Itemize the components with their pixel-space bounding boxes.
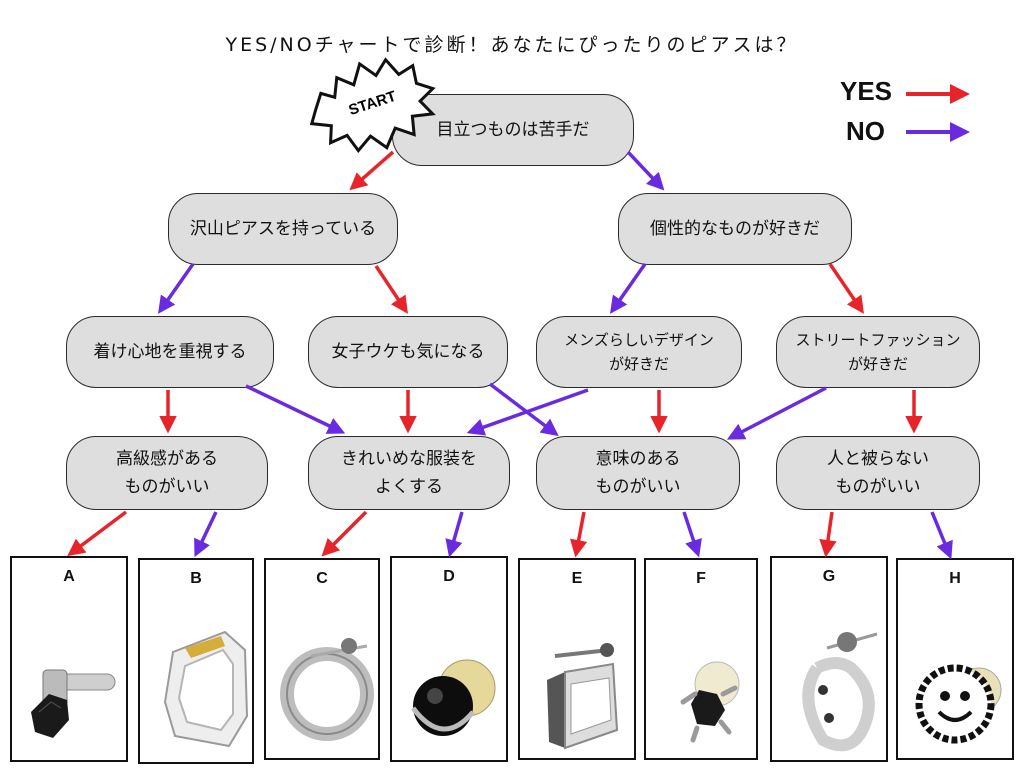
yes-arrow-icon [67, 510, 128, 557]
no-arrow-icon [488, 382, 559, 437]
result-card-f: F [644, 558, 758, 760]
yes-arrow-icon [321, 510, 368, 557]
no-arrow-icon [626, 150, 665, 191]
no-arrow-icon [157, 262, 195, 314]
question-node-q3: 個性的なものが好きだ [618, 193, 852, 265]
earring-photo-icon [163, 630, 249, 748]
question-node-q2: 沢山ピアスを持っている [168, 193, 398, 265]
no-arrow-icon [609, 262, 647, 314]
no-arrow-icon [682, 511, 702, 558]
yes-arrow-icon [819, 511, 837, 558]
question-node-q10: 意味のある ものがいい [536, 436, 740, 510]
result-card-g: G [770, 556, 888, 762]
result-label-c: C [316, 570, 328, 587]
no-arrow-icon [726, 386, 827, 440]
no-arrow-icon [466, 388, 589, 436]
earring-photo-icon [411, 659, 496, 736]
no-arrow-icon [194, 511, 218, 558]
result-card-a: A [10, 556, 128, 762]
yes-arrow-icon [570, 511, 588, 558]
result-label-e: E [571, 570, 583, 587]
result-card-h: H [896, 558, 1014, 760]
result-label-f: F [696, 570, 706, 587]
legend-yes-label: YES [840, 76, 893, 106]
chart-title: YES/NOチャートで診断！あなたにぴったりのピアスは？ [225, 34, 799, 56]
question-node-q4: 着け心地を重視する [66, 316, 274, 388]
result-card-b: B [138, 558, 254, 764]
question-node-q6: メンズらしいデザイン が好きだ [536, 316, 742, 388]
no-arrow-icon [445, 511, 464, 558]
yes-arrow-icon [374, 265, 408, 314]
question-node-q11: 人と被らない ものがいい [776, 436, 980, 510]
no-arrow-icon [245, 384, 346, 434]
yes-arrow-icon [828, 263, 864, 314]
earring-photo-icon [31, 669, 116, 738]
question-node-q8: 高級感がある ものがいい [66, 436, 268, 510]
result-label-h: H [949, 570, 961, 587]
result-label-a: A [63, 568, 75, 585]
question-node-q1: 目立つものは苦手だ [392, 94, 634, 166]
earring-photo-icon [915, 664, 1002, 744]
no-arrow-icon [930, 511, 953, 560]
result-card-c: C [264, 558, 380, 760]
result-label-b: B [190, 570, 202, 587]
earring-photo-icon [280, 638, 374, 741]
question-node-q7: ストリートファッション が好きだ [776, 316, 980, 388]
result-label-g: G [822, 568, 836, 585]
question-node-q9: きれいめな服装を よくする [308, 436, 510, 510]
legend-no-label: NO [846, 116, 885, 146]
result-label-d: D [443, 568, 455, 585]
yes-arrow-icon [349, 150, 395, 191]
result-card-d: D [390, 556, 508, 762]
earring-photo-icon [802, 632, 878, 752]
result-card-e: E [518, 558, 636, 760]
start-label: START [347, 88, 399, 119]
earring-photo-icon [680, 661, 740, 743]
earring-photo-icon [547, 643, 619, 750]
question-node-q5: 女子ウケも気になる [308, 316, 508, 388]
